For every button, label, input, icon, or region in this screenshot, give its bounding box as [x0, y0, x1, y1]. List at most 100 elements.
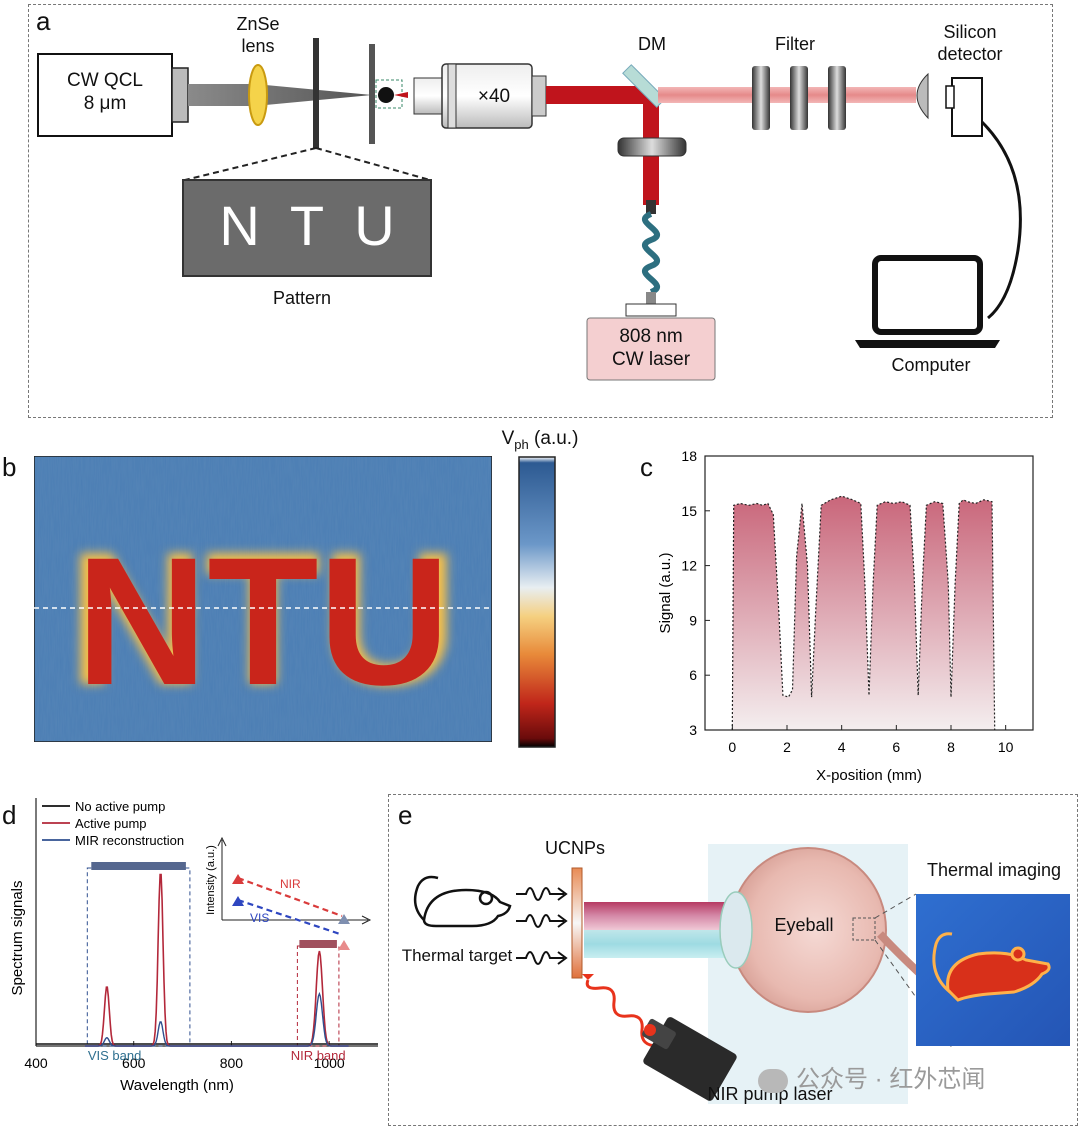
cornea: [719, 891, 753, 969]
qcl-port: [171, 67, 189, 123]
x-tick-label: 4: [838, 739, 846, 755]
series-mir-reconstruction: [84, 991, 349, 1047]
y-tick-label: 15: [681, 503, 697, 519]
x-tick-label: 8: [947, 739, 955, 755]
watermark: 公众号 · 红外芯闻: [758, 1066, 1058, 1095]
signal-area: [732, 496, 995, 730]
znse-lens-label: ZnSe lens: [236, 14, 280, 56]
legend-label: MIR reconstruction: [75, 833, 184, 848]
ucnps-label: UCNPs: [544, 838, 605, 858]
nir-band-box: [296, 945, 340, 1047]
dm-label: DM: [638, 34, 666, 54]
inset-vis-end: [338, 914, 350, 924]
detector-label: Silicon detector: [937, 22, 1003, 64]
x-tick-label: 10: [998, 739, 1014, 755]
y-tick-label: 18: [681, 448, 697, 464]
x-tick-label: 2: [783, 739, 791, 755]
nir-band-bar: [299, 940, 337, 948]
thermal-target-label: Thermal target: [401, 946, 513, 965]
sample-plate: [369, 44, 375, 144]
panel-d-label: d: [2, 800, 17, 830]
laser-box: [586, 317, 716, 381]
nir-band-label: NIR band: [291, 1048, 346, 1063]
inset-y-label: Intensity (a.u.): [205, 845, 217, 915]
panel-b-label: b: [2, 452, 17, 482]
vis-nir-beam-bottom: [584, 930, 728, 958]
vis-band-box: [86, 867, 191, 1047]
ntu-heat-glow: NTU: [68, 513, 458, 725]
x-tick-label: 1000: [314, 1055, 345, 1071]
pattern-inset: [182, 179, 432, 277]
filter-2: [790, 66, 808, 130]
plot-frame: [704, 455, 1034, 731]
signal-profile-chart: 0 2 4 6 8 10 3 6 9 12 15 18X-position (mm) Signal (a…: [657, 448, 1034, 784]
inset-nir-start: [232, 874, 244, 884]
panel-e-frame: [388, 794, 1078, 1126]
x-axis-label: X-position (mm): [816, 767, 922, 784]
legend-label: Active pump: [75, 816, 147, 831]
y-tick-label: 3: [689, 722, 697, 738]
ntu-heat-text: NTU: [76, 519, 450, 723]
nir-pump-laser-body: [642, 1017, 737, 1101]
znse-lens: [248, 64, 268, 126]
inset-nir-line: [237, 876, 343, 918]
pattern-mask: [313, 38, 319, 148]
pink-beam: [658, 87, 916, 103]
qcl-label: CW QCL 8 μm: [67, 70, 143, 114]
optical-fiber: [641, 211, 661, 295]
setup-schematic: [37, 38, 1022, 381]
inset-y-arrow: [217, 836, 227, 847]
eye-imaging-schematic: [413, 844, 1070, 1104]
thermal-imaging-label: Thermal imaging: [926, 860, 1062, 880]
y-tick-label: 12: [681, 558, 697, 574]
inset-nir-label: NIR: [280, 877, 301, 891]
colorbar-title: Vph (a.u.): [501, 428, 579, 452]
x-tick-label: 600: [122, 1055, 146, 1071]
inset-vis-label: VIS: [250, 911, 269, 925]
retina-focus-box: [852, 917, 876, 941]
thermal-emission-waves: [516, 887, 568, 965]
fiber-collimator: [617, 137, 687, 157]
vis-nir-beam-top: [584, 902, 728, 930]
y-tick-label: 6: [689, 667, 697, 683]
y-axis-label: Signal (a.u.): [657, 553, 674, 634]
nir-pump-wave: [585, 979, 659, 1048]
filter-1: [752, 66, 770, 130]
red-beam-horizontal: [546, 86, 652, 104]
x-axis-label: Wavelength (nm): [120, 1077, 234, 1094]
laser-label: 808 nm CW laser: [611, 326, 691, 370]
x-tick-label: 800: [220, 1055, 244, 1071]
silicon-detector: [951, 77, 983, 137]
inset-nir-end: [338, 940, 350, 950]
x-tick-label: 6: [892, 739, 900, 755]
legend-label: No active pump: [75, 799, 165, 814]
mir-beam: [188, 84, 372, 106]
detector-lens: [916, 72, 929, 120]
panel-a-frame: [28, 4, 1053, 418]
inset-vis-line: [237, 898, 341, 936]
pattern-label: Pattern: [272, 288, 332, 308]
wechat-icon: [758, 1068, 788, 1093]
inset-x-arrow: [361, 915, 372, 925]
y-tick-label: 9: [689, 612, 697, 628]
laptop-base: [855, 340, 1000, 348]
signal-line: [731, 495, 996, 731]
eyeball-label: Eyeball: [774, 915, 834, 935]
objective-lens: [413, 63, 547, 129]
qcl-box: [37, 53, 173, 137]
photovoltage-image: NTU NTU: [34, 456, 492, 742]
computer-label: Computer: [891, 355, 971, 375]
laptop-screen: [872, 255, 983, 335]
panel-a-label: a: [36, 6, 51, 36]
magnification-label: ×40: [477, 86, 511, 107]
x-tick-label: 0: [728, 739, 736, 755]
pattern-text: N T U: [219, 194, 395, 257]
y-axis-label: Spectrum signals: [9, 880, 26, 995]
detector-cable: [980, 120, 1022, 320]
colorbar: [518, 456, 556, 748]
ucnp-plate: [571, 867, 583, 979]
panel-c-label: c: [640, 452, 653, 482]
x-tick-label: 400: [24, 1055, 48, 1071]
nir-pump-laser-label: NIR pump laser: [707, 1084, 833, 1104]
